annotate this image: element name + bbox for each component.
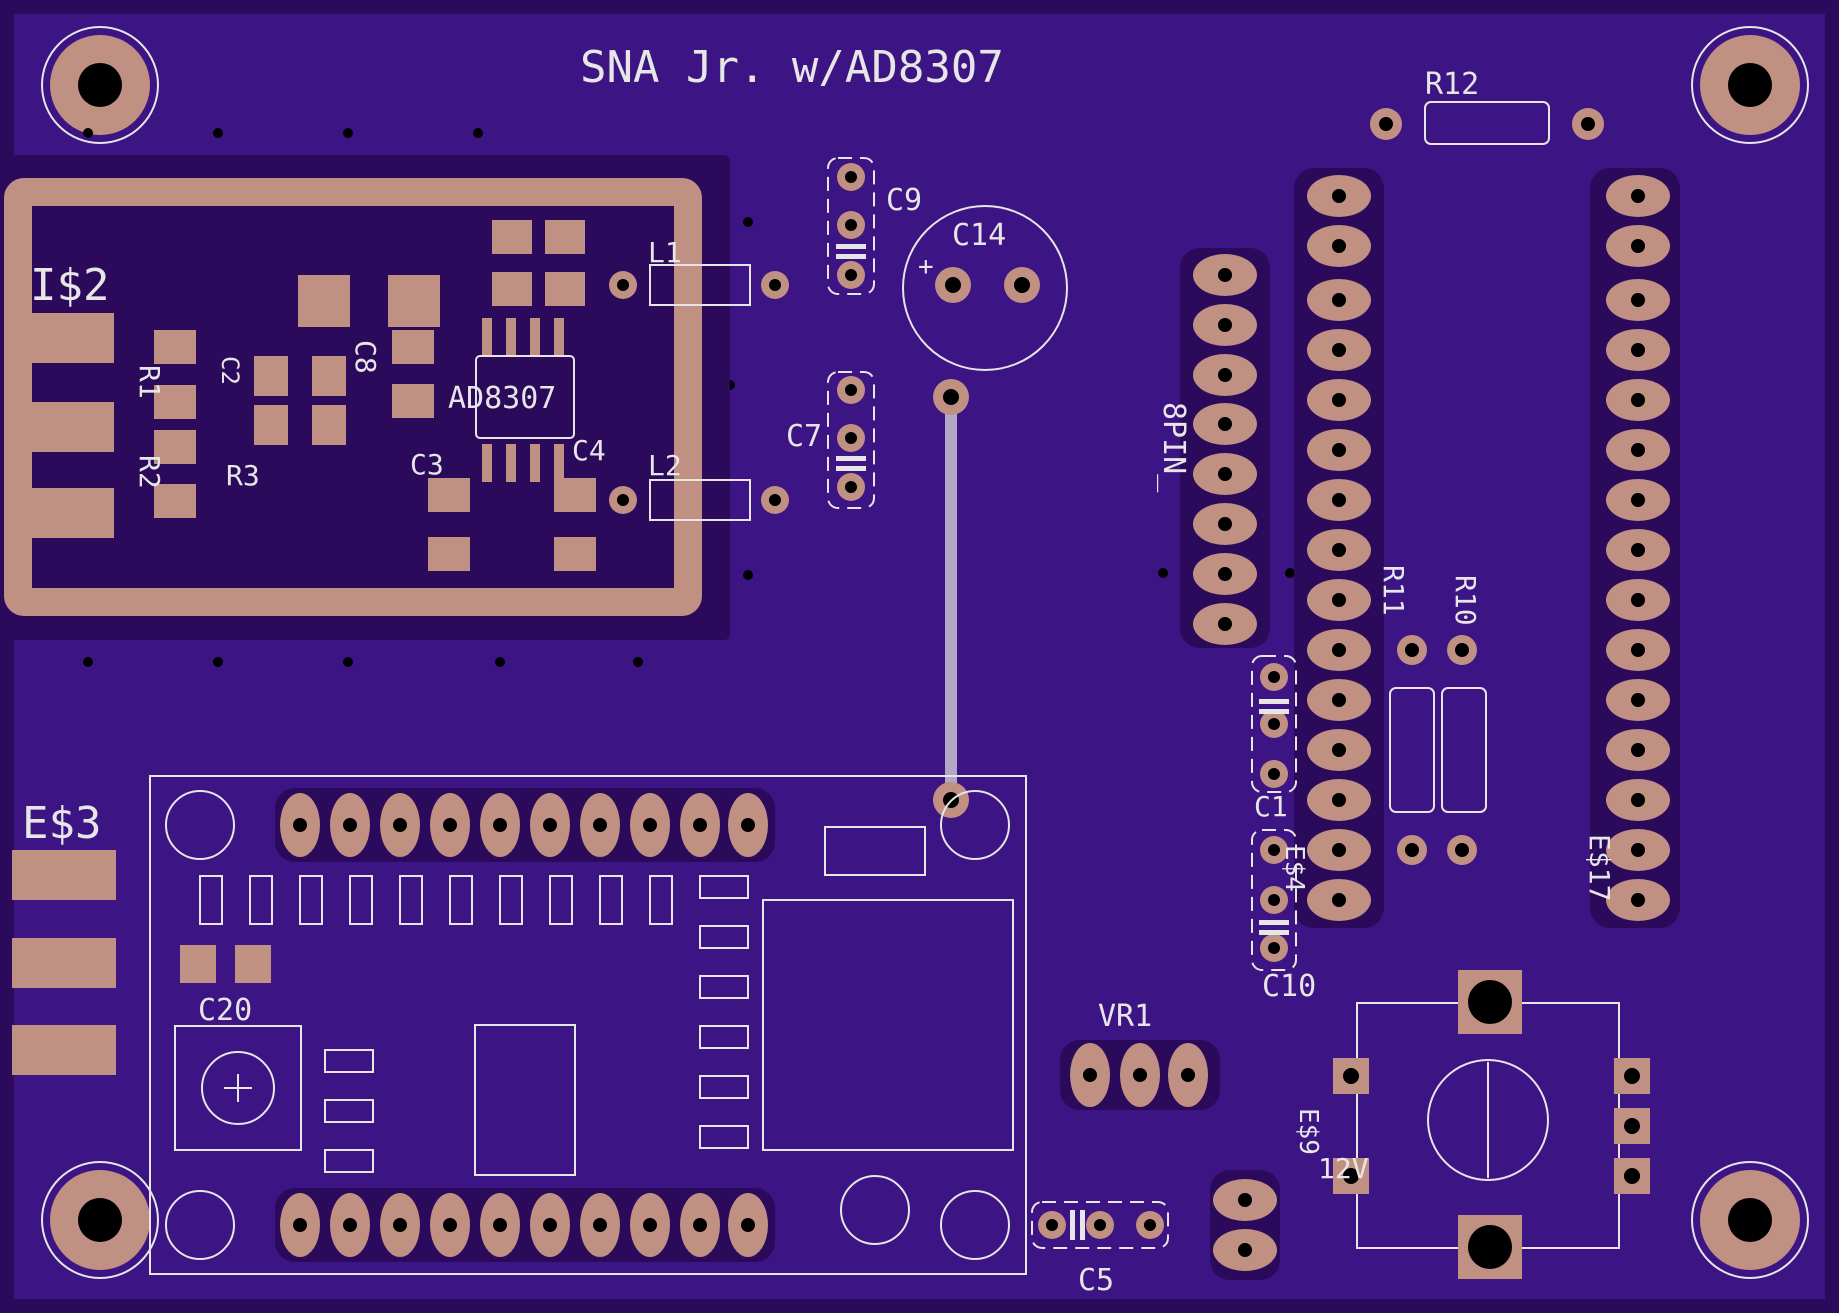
inductor-l2: L2 bbox=[609, 449, 789, 521]
label-r10: R10 bbox=[1449, 575, 1482, 626]
mounting-hole-top-right bbox=[1691, 26, 1809, 144]
label-vr1: VR1 bbox=[1098, 999, 1152, 1034]
label-c4: C4 bbox=[572, 434, 606, 467]
label-c5: C5 bbox=[1078, 1263, 1114, 1298]
header-es17: E$17 bbox=[1583, 168, 1680, 928]
ic-ad8307: AD8307 bbox=[448, 318, 575, 482]
label-es9: E$9 bbox=[1293, 1108, 1323, 1155]
mounting-hole-top-left bbox=[41, 26, 159, 144]
arduino-nano-module bbox=[149, 775, 1027, 1275]
rotary-encoder: 12V bbox=[1318, 970, 1650, 1279]
signal-trace bbox=[933, 379, 969, 818]
power-jack-es9: E$9 bbox=[1210, 1108, 1323, 1280]
label-l1: L1 bbox=[648, 236, 682, 269]
capacitor-c1: C1 bbox=[1251, 655, 1297, 823]
label-r1: R1 bbox=[133, 365, 166, 399]
sma-connector-es3 bbox=[12, 850, 271, 1075]
label-e4: E$4 bbox=[1279, 845, 1309, 892]
label-c14-plus: + bbox=[918, 252, 934, 282]
label-es3: E$3 bbox=[22, 798, 101, 849]
label-l2: L2 bbox=[648, 449, 682, 482]
header-8pin: 8PIN_ bbox=[1156, 248, 1270, 648]
label-es17: E$17 bbox=[1583, 834, 1616, 901]
trimmer-c20: C20 bbox=[174, 993, 302, 1151]
inductor-l1: L1 bbox=[609, 236, 789, 306]
label-c14: C14 bbox=[952, 218, 1006, 253]
capacitor-c5: C5 bbox=[1031, 1201, 1169, 1298]
board-title: SNA Jr. w/AD8307 bbox=[580, 42, 1004, 93]
capacitor-c7: C7 bbox=[786, 371, 875, 509]
mounting-hole-bottom-right bbox=[1691, 1161, 1809, 1279]
capacitor-c14: C14 + bbox=[902, 205, 1068, 371]
label-8pin: 8PIN_ bbox=[1156, 402, 1191, 493]
mounting-hole-bottom-left bbox=[41, 1161, 159, 1279]
label-c1: C1 bbox=[1254, 790, 1288, 823]
capacitor-c10: E$4 C10 bbox=[1251, 829, 1316, 1004]
label-r12: R12 bbox=[1425, 67, 1479, 102]
smd-pads-frontend bbox=[154, 220, 596, 571]
resistor-r10: R10 bbox=[1441, 575, 1487, 865]
label-r11: R11 bbox=[1377, 565, 1410, 616]
label-c7: C7 bbox=[786, 419, 822, 454]
label-r3: R3 bbox=[226, 459, 260, 492]
label-c3: C3 bbox=[410, 448, 444, 481]
rf-shield-frame bbox=[4, 155, 730, 640]
resistor-r12: R12 bbox=[1370, 67, 1604, 145]
label-c9: C9 bbox=[886, 183, 922, 218]
capacitor-c9: C9 bbox=[827, 157, 922, 295]
sma-connector-is2 bbox=[12, 313, 114, 538]
label-is2: I$2 bbox=[30, 260, 109, 311]
trimpot-vr1: VR1 bbox=[1060, 999, 1220, 1110]
label-ad8307: AD8307 bbox=[448, 381, 556, 416]
label-c8: C8 bbox=[349, 340, 382, 374]
label-c2: C2 bbox=[216, 356, 244, 385]
resistor-r11: R11 bbox=[1377, 565, 1435, 865]
label-r2: R2 bbox=[133, 455, 166, 489]
label-c20: C20 bbox=[198, 993, 252, 1028]
header-left-column bbox=[1294, 168, 1384, 928]
label-12v: 12V bbox=[1318, 1152, 1369, 1185]
label-c10: C10 bbox=[1262, 969, 1316, 1004]
